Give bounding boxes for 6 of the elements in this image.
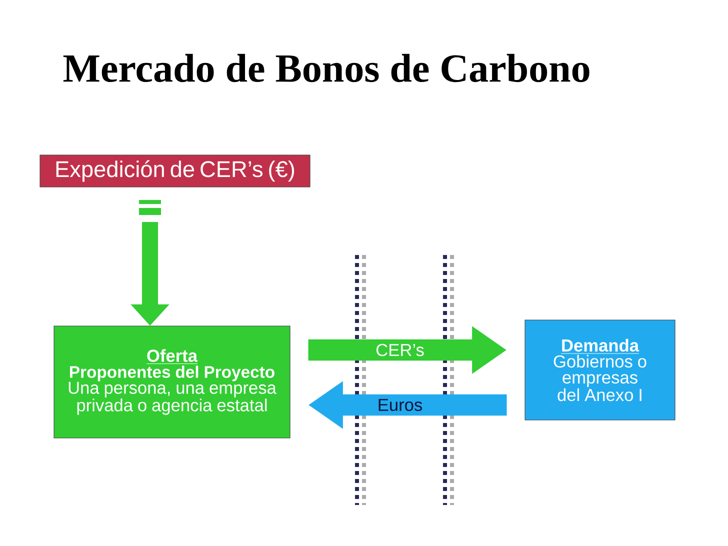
edge-label: Euros	[378, 398, 422, 412]
demand-box: Demanda Gobiernos o empresas del Anexo I	[524, 320, 676, 420]
title: Mercado de Bonos de Carbono	[63, 54, 590, 82]
supply-box: Oferta Proponentes del Proyecto Una persona, una empresa privada o agencia estatal	[54, 326, 290, 438]
issuance-box: Expedición de CER’s (€)	[40, 154, 310, 188]
edge-label: CER’s	[376, 344, 424, 356]
